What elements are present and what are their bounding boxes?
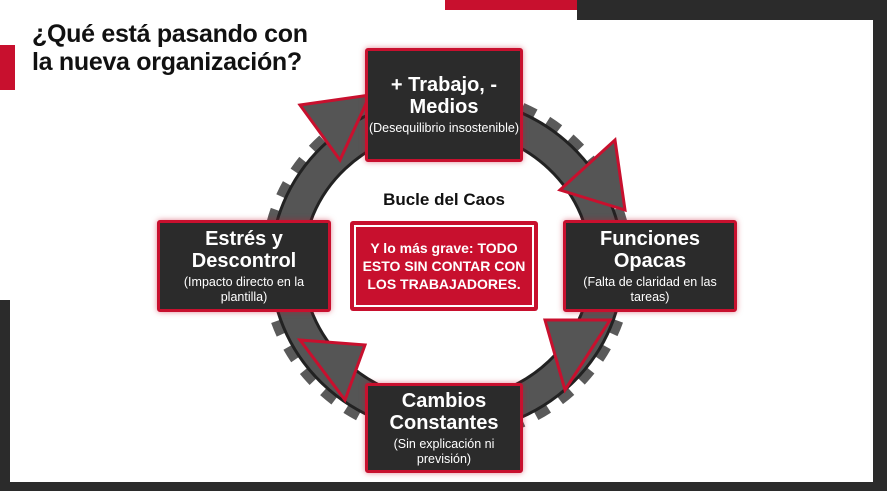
arrow-head-top-right — [557, 136, 627, 213]
node-top-heading: + Trabajo, - Medios — [390, 74, 498, 118]
frame-left-dark-bar — [0, 300, 10, 491]
frame-top-dark-bar — [577, 0, 887, 20]
arrow-head-bottom-left — [296, 338, 368, 404]
node-right: Funciones Opacas (Falta de claridad en l… — [563, 220, 737, 312]
arrow-head-bottom-right — [543, 318, 613, 394]
frame-left-red-bar — [0, 45, 15, 90]
frame-bottom-dark-bar — [0, 482, 887, 491]
node-bottom-sub: (Sin explicación ni previsión) — [393, 436, 495, 466]
arrow-head-top-left — [297, 93, 373, 163]
center-message: Y lo más grave: TODO ESTO SIN CONTAR CON… — [354, 225, 534, 307]
node-top: + Trabajo, - Medios (Desequilibrio insos… — [365, 48, 523, 162]
node-bottom-heading: Cambios Constantes — [389, 389, 499, 434]
node-right-sub: (Falta de claridad en las tareas) — [583, 274, 717, 304]
center-message-box: Y lo más grave: TODO ESTO SIN CONTAR CON… — [350, 221, 538, 311]
node-top-sub: (Desequilibrio insostenible) — [368, 121, 520, 135]
node-left: Estrés y Descontrol (Impacto directo en … — [157, 220, 331, 312]
node-left-sub: (Impacto directo en la plantilla) — [183, 274, 305, 304]
frame-top-red-bar — [445, 0, 577, 10]
node-bottom: Cambios Constantes (Sin explicación ni p… — [365, 383, 523, 473]
page-title: ¿Qué está pasando con la nueva organizac… — [32, 20, 308, 76]
frame-right-dark-bar — [873, 0, 887, 491]
node-right-heading: Funciones Opacas — [599, 227, 700, 272]
node-left-heading: Estrés y Descontrol — [191, 227, 297, 272]
loop-title: Bucle del Caos — [383, 190, 505, 209]
